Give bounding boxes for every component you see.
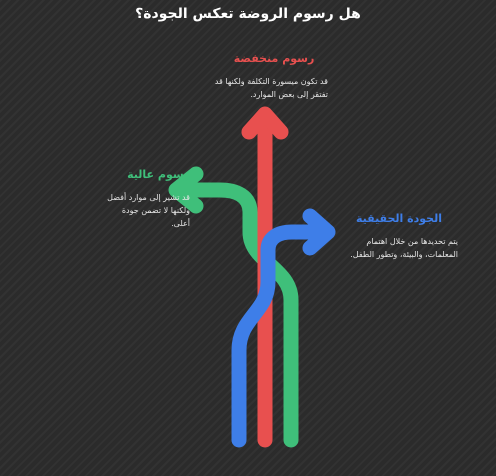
- high-fees-block: رسوم عالية قد تشير إلى موارد أفضل ولكنها…: [102, 168, 190, 230]
- high-fees-heading: رسوم عالية: [127, 168, 190, 181]
- page-title: هل رسوم الروضة تعكس الجودة؟: [135, 6, 361, 22]
- low-fees-block: رسوم منخفضة قد تكون ميسورة التكلفة ولكنه…: [196, 52, 328, 101]
- high-fees-description: قد تشير إلى موارد أفضل ولكنها لا تضمن جو…: [107, 193, 190, 228]
- blue-arrow-path: [231, 224, 326, 448]
- low-fees-description: قد تكون ميسورة التكلفة ولكنها قد تفتقر إ…: [214, 77, 328, 99]
- green-arrow-path: [176, 182, 299, 448]
- blue-arrowhead: [302, 208, 336, 256]
- true-quality-description: يتم تحديدها من خلال اهتمام المعلمات، وال…: [350, 237, 458, 259]
- true-quality-block: الجودة الحقيقية يتم تحديدها من خلال اهتم…: [340, 212, 458, 261]
- green-arrowhead: [168, 166, 204, 214]
- red-arrowhead: [241, 106, 289, 140]
- true-quality-heading: الجودة الحقيقية: [355, 212, 442, 225]
- low-fees-heading: رسوم منخفضة: [233, 52, 315, 65]
